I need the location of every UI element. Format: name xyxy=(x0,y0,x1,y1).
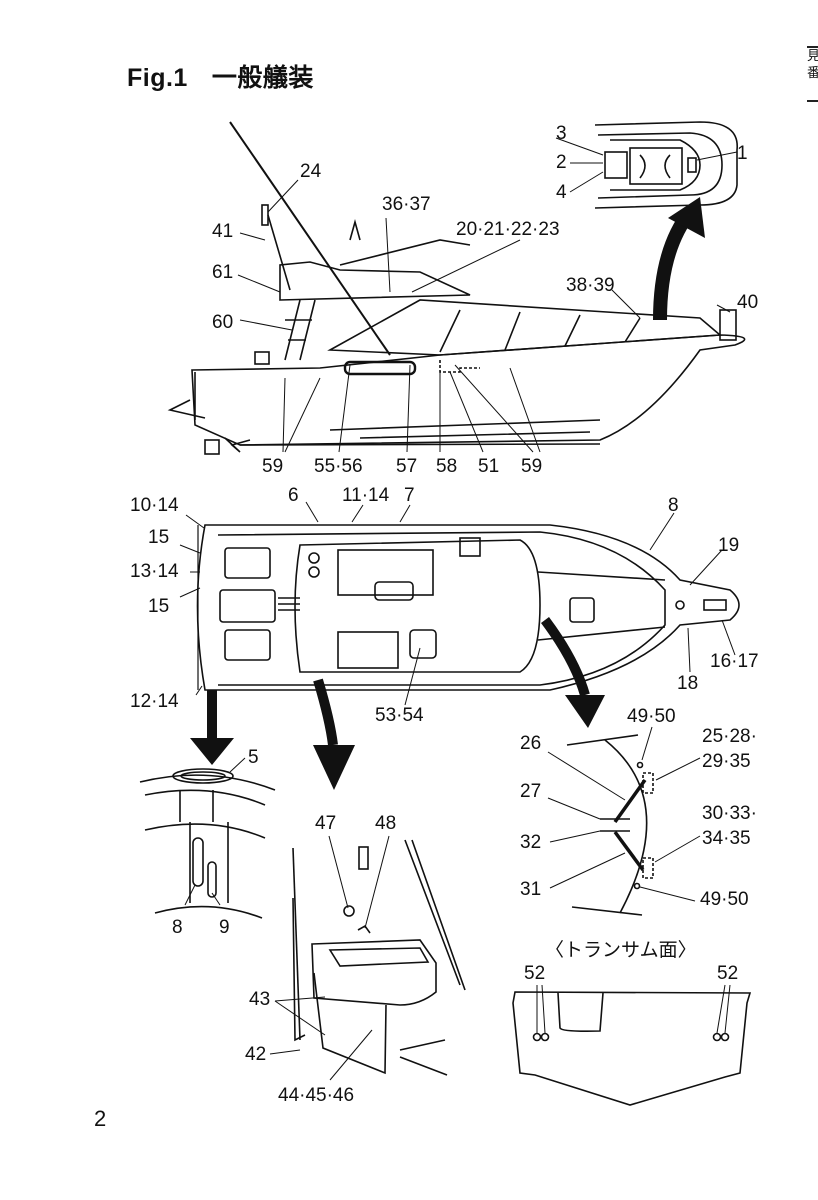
top-view-drawing xyxy=(179,501,740,706)
callout-27: 27 xyxy=(520,781,542,802)
callout-52-left: 52 xyxy=(524,963,546,984)
callout-60: 60 xyxy=(212,312,234,333)
figure-subtitle: 一般艤装 xyxy=(211,63,314,92)
callout-48: 48 xyxy=(375,813,397,834)
callout-42: 42 xyxy=(245,1044,267,1065)
callout-2: 2 xyxy=(556,152,567,173)
callout-41: 41 xyxy=(212,221,234,242)
callout-49-50-top: 49·50 xyxy=(627,706,676,727)
callout-26: 26 xyxy=(520,733,542,754)
callout-43: 43 xyxy=(249,989,271,1010)
callout-15-upper: 15 xyxy=(148,527,170,548)
callout-61: 61 xyxy=(212,262,234,283)
callout-11-14: 11·14 xyxy=(342,485,390,506)
callout-9: 9 xyxy=(219,917,230,938)
callout-16-17: 16·17 xyxy=(710,651,759,672)
arrow-head-bow xyxy=(668,197,705,238)
callout-36-37: 36·37 xyxy=(382,194,431,215)
callout-15-lower: 15 xyxy=(148,596,170,617)
callout-32: 32 xyxy=(520,832,542,853)
callout-24: 24 xyxy=(300,161,322,182)
callout-44-46: 44·45·46 xyxy=(278,1085,355,1106)
callout-8-top: 8 xyxy=(668,495,679,516)
transom-detail-drawing xyxy=(512,984,752,1106)
callout-47: 47 xyxy=(315,813,337,834)
callout-40: 40 xyxy=(737,292,759,313)
callout-57: 57 xyxy=(396,456,418,477)
callout-6: 6 xyxy=(288,485,299,506)
callout-51: 51 xyxy=(478,456,500,477)
callout-30-33: 30·33· xyxy=(702,803,757,824)
edge-index-tab: 見 番 xyxy=(807,46,818,102)
side-view-drawing xyxy=(167,121,746,455)
callout-8-hatch: 8 xyxy=(172,917,183,938)
callout-31: 31 xyxy=(520,879,542,900)
hatch-detail-drawing xyxy=(139,757,276,919)
bow-detail-drawing xyxy=(555,121,738,209)
arrow-to-door-detail xyxy=(540,617,590,697)
callout-29-35: 29·35 xyxy=(702,751,751,772)
callout-7: 7 xyxy=(404,485,415,506)
callout-13-14: 13·14 xyxy=(130,561,179,582)
callout-58: 58 xyxy=(436,456,458,477)
figure-title: Fig.1 一般艤装 xyxy=(127,58,314,94)
callout-59-left: 59 xyxy=(262,456,284,477)
callout-19: 19 xyxy=(718,535,740,556)
door-detail-drawing xyxy=(547,726,701,916)
arrow-head-sink xyxy=(313,745,355,790)
callout-3: 3 xyxy=(556,123,567,144)
arrow-to-bow-detail xyxy=(653,207,696,321)
callout-49-50-bottom: 49·50 xyxy=(700,889,749,910)
arrow-head-door xyxy=(565,695,605,728)
arrow-to-sink-detail xyxy=(313,678,338,746)
callout-59-right: 59 xyxy=(521,456,543,477)
callout-34-35: 34·35 xyxy=(702,828,751,849)
transom-view-title: 〈トランサム面〉 xyxy=(545,939,697,961)
callout-10-14: 10·14 xyxy=(130,495,179,516)
callout-53-54: 53·54 xyxy=(375,705,424,726)
callout-38-39: 38·39 xyxy=(566,275,615,296)
figure-number: Fig.1 xyxy=(127,64,188,92)
callout-52-right: 52 xyxy=(717,963,739,984)
callout-18: 18 xyxy=(677,673,699,694)
callout-25-28: 25·28· xyxy=(702,726,757,747)
callout-55-56: 55·56 xyxy=(314,456,363,477)
callout-12-14: 12·14 xyxy=(130,691,179,712)
callout-5: 5 xyxy=(248,747,259,768)
arrow-head-hatch xyxy=(190,738,234,765)
callout-20-23: 20·21·22·23 xyxy=(456,219,560,240)
callout-1: 1 xyxy=(737,143,748,164)
callout-4: 4 xyxy=(556,182,567,203)
sink-detail-drawing xyxy=(269,835,466,1081)
page-number: 2 xyxy=(94,1106,107,1131)
